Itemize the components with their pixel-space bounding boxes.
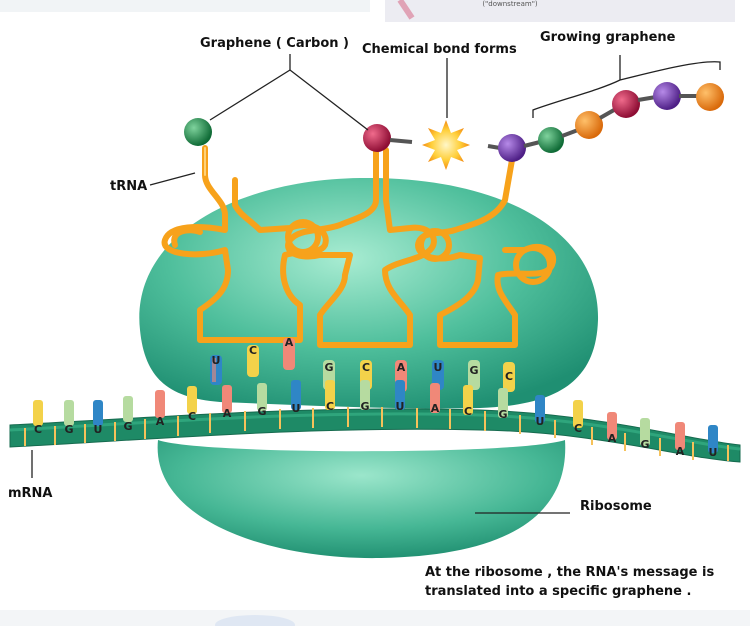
mrna-base-letter: A	[156, 415, 165, 428]
mrna-base-letter: A	[608, 432, 617, 445]
background-fragment-bottom	[0, 610, 750, 626]
background-fragment-top	[0, 0, 735, 22]
amino-acid-purple	[498, 134, 526, 162]
amino-acid-orange	[696, 83, 724, 111]
anticodon-letter: G	[469, 364, 478, 377]
anticodon-letter: C	[362, 361, 370, 374]
trna-group	[161, 145, 557, 348]
ribosome-small-subunit	[157, 440, 566, 559]
mrna-rungs	[24, 407, 729, 461]
mrna-base-letter: G	[640, 438, 649, 451]
mrna-base-letter: U	[709, 446, 718, 459]
amino-acid-orange	[575, 111, 603, 139]
amino-acid-green	[538, 127, 564, 153]
mrna-base-letter: C	[574, 422, 582, 435]
label-growing-graphene: Growing graphene	[540, 30, 676, 45]
anticodon-letter: U	[212, 354, 221, 367]
mrna-base-letter: G	[257, 405, 266, 418]
bond-burst-icon	[422, 120, 470, 170]
mrna-base-letter: C	[464, 405, 472, 418]
amino-acid-red	[363, 124, 391, 152]
anticodon-letters: U C A G C A U G C	[212, 336, 514, 383]
label-graphene-carbon: Graphene ( Carbon )	[200, 36, 349, 51]
mrna-bases	[33, 380, 718, 453]
anticodon-letter: A	[285, 336, 294, 349]
anticodon-letter: C	[249, 344, 257, 357]
amino-acid-green	[184, 118, 212, 146]
anticodon-letter: C	[505, 370, 513, 383]
label-mrna: mRNA	[8, 486, 53, 501]
mrna-base-letter: U	[396, 400, 405, 413]
caption-line-1: At the ribosome , the RNA's message is	[425, 565, 715, 580]
mrna-base-letter: U	[94, 423, 103, 436]
mrna-base-letter: G	[123, 420, 132, 433]
anticodon-letter: U	[434, 361, 443, 374]
anticodon-letter: G	[324, 361, 333, 374]
mrna-strand	[9, 408, 741, 463]
caption-line-2: translated into a specific graphene .	[425, 584, 692, 599]
mrna-base-letter: A	[676, 445, 685, 458]
mrna-base-letter: A	[431, 402, 440, 415]
leader-lines	[31, 54, 721, 514]
label-ribosome: Ribosome	[580, 499, 652, 514]
amino-acids	[184, 82, 724, 162]
mrna-base-letter: U	[292, 402, 301, 415]
amino-acid-red	[612, 90, 640, 118]
mrna-base-letter: U	[536, 415, 545, 428]
mrna-base-letter: C	[188, 410, 196, 423]
downstream-fragment: ("downstream")	[482, 0, 538, 8]
mrna-base-letter: C	[326, 400, 334, 413]
mrna-base-letters: C G U G A C A G U C G U A C G U C A G A …	[34, 400, 718, 459]
label-trna: tRNA	[110, 179, 148, 194]
anticodon-letter: A	[397, 361, 406, 374]
mrna-base-letter: G	[360, 400, 369, 413]
figure-caption: At the ribosome , the RNA's message is t…	[425, 563, 725, 601]
mrna-base-letter: G	[64, 423, 73, 436]
amino-acid-purple	[653, 82, 681, 110]
label-chemical-bond: Chemical bond forms	[362, 42, 517, 57]
mrna-base-letter: A	[223, 407, 232, 420]
mrna-base-letter: G	[498, 408, 507, 421]
mrna-base-letter: C	[34, 423, 42, 436]
